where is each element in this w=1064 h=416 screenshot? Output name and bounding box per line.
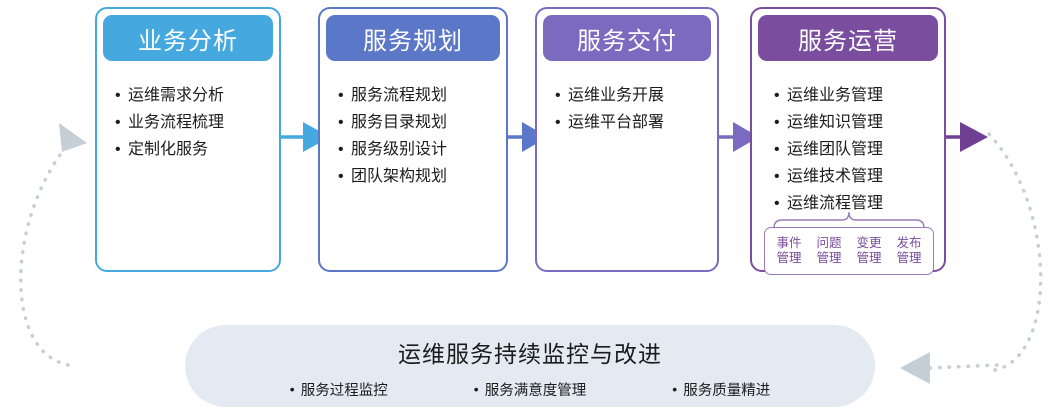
banner-item-label: 服务质量精进 (683, 382, 771, 399)
phase-card-body: • 运维业务管理 • 运维知识管理 • 运维团队管理 • 运维技术管理 • 运维… (752, 71, 944, 266)
banner-item-label: 服务满意度管理 (484, 382, 587, 399)
bullet-icon: • (338, 141, 344, 158)
bullet-icon: • (115, 141, 121, 158)
list-item: • 运维团队管理 (774, 137, 944, 163)
feedback-arrowhead-left (59, 123, 87, 152)
subprocess-brace-icon (773, 211, 925, 229)
subprocess-line-2: 管理 (776, 251, 802, 265)
connector-1-2-arrowhead (303, 122, 330, 152)
list-item-label: 运维技术管理 (787, 168, 884, 185)
list-item-label: 业务流程梳理 (128, 114, 225, 131)
phase-card-body: • 服务流程规划 • 服务目录规划 • 服务级别设计 • 团队架构规划 (320, 71, 506, 266)
connector-4-loop-arrowhead (960, 122, 988, 152)
list-item: • 运维平台部署 (555, 110, 717, 136)
list-item-label: 服务流程规划 (351, 87, 448, 104)
phase-card-service-operations[interactable]: 服务运营 • 运维业务管理 • 运维知识管理 • 运维团队管理 • 运维技术管理… (750, 7, 946, 275)
bullet-icon: • (774, 114, 780, 131)
banner-item: • 服务满意度管理 (474, 379, 587, 400)
bullet-icon: • (555, 114, 561, 131)
phase-card-header: 服务交付 (543, 15, 711, 61)
list-item-label: 服务目录规划 (351, 114, 448, 131)
bullet-icon: • (672, 381, 678, 397)
list-item-label: 运维团队管理 (787, 141, 884, 158)
list-item-label: 运维知识管理 (787, 114, 884, 131)
phase-card-body: • 运维业务开展 • 运维平台部署 (537, 71, 717, 266)
bullet-icon: • (555, 87, 561, 104)
phase-card-header: 服务规划 (326, 15, 500, 61)
feedback-arc-right-tail (928, 363, 1000, 370)
list-item: • 团队架构规划 (338, 164, 506, 190)
banner-item: • 服务质量精进 (672, 379, 770, 400)
list-item: • 运维业务管理 (774, 83, 944, 109)
bullet-icon: • (115, 114, 121, 131)
list-item-label: 运维流程管理 (787, 195, 884, 212)
list-item: • 运维需求分析 (115, 83, 279, 109)
list-item-label: 运维需求分析 (128, 87, 225, 104)
bullet-icon: • (338, 87, 344, 104)
subprocess-line-2: 管理 (816, 251, 842, 265)
phase-card-service-planning[interactable]: 服务规划 • 服务流程规划 • 服务目录规划 • 服务级别设计 • 团队架构规划 (318, 7, 508, 272)
list-item: • 运维流程管理 (774, 191, 944, 217)
subprocess-line-2: 管理 (896, 251, 922, 265)
list-item-label: 服务级别设计 (351, 141, 448, 158)
feedback-arc-left (19, 150, 70, 367)
phase-card-body: • 运维需求分析 • 业务流程梳理 • 定制化服务 (97, 71, 279, 266)
subprocess-line-1: 事件 (776, 236, 802, 250)
banner-item: • 服务过程监控 (290, 379, 388, 400)
bullet-icon: • (774, 168, 780, 185)
subprocess-line-1: 问题 (816, 236, 842, 250)
phase-card-header: 服务运营 (758, 15, 938, 61)
list-item: • 运维业务开展 (555, 83, 717, 109)
bullet-icon: • (289, 381, 295, 397)
list-item: • 业务流程梳理 (115, 110, 279, 136)
list-item: • 运维技术管理 (774, 164, 944, 190)
banner-item-list: • 服务过程监控 • 服务满意度管理 • 服务质量精进 (290, 379, 771, 400)
list-item: • 服务级别设计 (338, 137, 506, 163)
continuous-improvement-banner[interactable]: 运维服务持续监控与改进 • 服务过程监控 • 服务满意度管理 • 服务质量精进 (185, 325, 875, 407)
bullet-icon: • (338, 114, 344, 131)
subprocess-line-2: 管理 (856, 251, 882, 265)
bullet-icon: • (774, 141, 780, 158)
bullet-icon: • (115, 87, 121, 104)
list-item-label: 运维业务开展 (568, 87, 665, 104)
phase-card-business-analysis[interactable]: 业务分析 • 运维需求分析 • 业务流程梳理 • 定制化服务 (95, 7, 281, 272)
phase-card-service-delivery[interactable]: 服务交付 • 运维业务开展 • 运维平台部署 (535, 7, 719, 272)
bullet-icon: • (774, 195, 780, 212)
feedback-arrowhead-banner (900, 352, 930, 384)
list-item-label: 团队架构规划 (351, 168, 448, 185)
feedback-arc-right (986, 131, 1043, 372)
phase-card-header: 业务分析 (103, 15, 273, 61)
subprocess-line-1: 发布 (896, 236, 922, 250)
connector-3-4-arrowhead (733, 122, 759, 152)
subprocess-line-1: 变更 (856, 236, 882, 250)
list-item-label: 运维业务管理 (787, 87, 884, 104)
list-item: • 定制化服务 (115, 137, 279, 163)
list-item-label: 运维平台部署 (568, 114, 665, 131)
bullet-icon: • (473, 381, 479, 397)
list-item: • 运维知识管理 (774, 110, 944, 136)
bullet-icon: • (338, 168, 344, 185)
bullet-icon: • (774, 87, 780, 104)
banner-item-label: 服务过程监控 (300, 382, 388, 399)
list-item: • 服务流程规划 (338, 83, 506, 109)
list-item: • 服务目录规划 (338, 110, 506, 136)
list-item-label: 定制化服务 (128, 141, 209, 158)
banner-title: 运维服务持续监控与改进 (398, 340, 662, 367)
